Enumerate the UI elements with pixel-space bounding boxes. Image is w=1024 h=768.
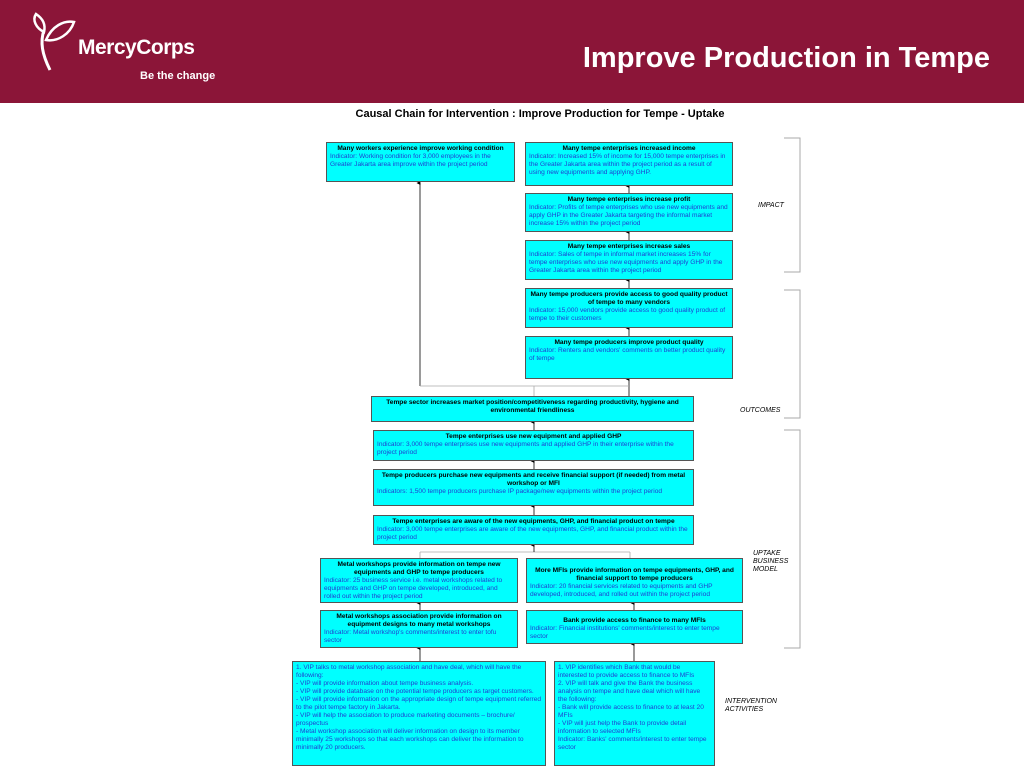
box-enterprises-sales: Many tempe enterprises increase sales In…	[525, 240, 733, 280]
bracket-outcomes	[784, 289, 801, 419]
box-enterprises-profit: Many tempe enterprises increase profit I…	[525, 193, 733, 232]
tagline: Be the change	[140, 70, 216, 82]
box-activities-bank: 1. VIP identifies which Bank that would …	[554, 661, 715, 766]
box-producers-purchase: Tempe producers purchase new equipments …	[373, 469, 694, 506]
bracket-uptake	[784, 429, 801, 649]
box-enterprises-aware: Tempe enterprises are aware of the new e…	[373, 515, 694, 545]
box-mfi-info: More MFIs provide information on tempe e…	[526, 558, 743, 603]
box-enterprises-income: Many tempe enterprises increased income …	[525, 142, 733, 186]
box-producers-quality: Many tempe producers improve product qua…	[525, 336, 733, 379]
level-label-uptake: UPTAKE BUSINESS MODEL	[753, 550, 789, 573]
level-label-impact: IMPACT	[758, 202, 784, 209]
box-sector-position: Tempe sector increases market position/c…	[371, 396, 694, 422]
level-label-intervention: INTERVENTION ACTIVITIES	[725, 698, 777, 713]
logo-text: MercyCorps	[78, 36, 195, 59]
box-metal-workshops-info: Metal workshops provide information on t…	[320, 558, 518, 603]
box-bank-finance: Bank provide access to finance to many M…	[526, 610, 743, 644]
box-enterprises-use-equipment: Tempe enterprises use new equipment and …	[373, 430, 694, 461]
bracket-impact	[784, 137, 801, 273]
diagram-subtitle: Causal Chain for Intervention : Improve …	[355, 108, 725, 120]
level-label-outcomes: OUTCOMES	[740, 407, 781, 414]
header-bar: MercyCorps Be the change Improve Product…	[0, 0, 1024, 103]
box-workers-condition: Many workers experience improve working …	[326, 142, 515, 182]
box-metal-association: Metal workshops association provide info…	[320, 610, 518, 648]
box-activities-metal: 1. VIP talks to metal workshop associati…	[292, 661, 546, 766]
box-producers-access: Many tempe producers provide access to g…	[525, 288, 733, 328]
mercycorps-logo-icon	[33, 12, 76, 71]
slide-title: Improve Production in Tempe	[582, 42, 990, 74]
